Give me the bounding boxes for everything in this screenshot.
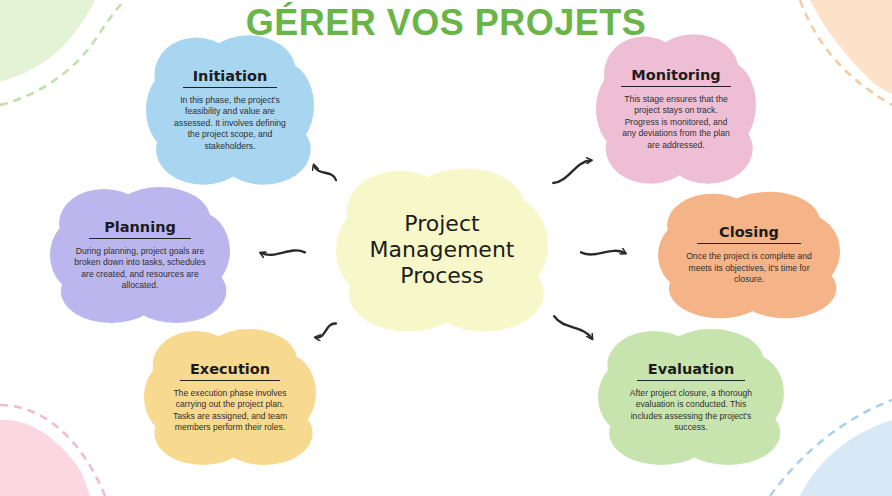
- cloud-content: MonitoringThis stage ensures that the pr…: [596, 32, 756, 186]
- phase-heading: Initiation: [183, 68, 278, 88]
- squiggle-arrow: [314, 166, 336, 181]
- corner-blob: [0, 420, 90, 496]
- squiggle-arrow: [554, 316, 592, 338]
- dashed-line: [800, 0, 892, 105]
- squiggle-arrow: [581, 251, 625, 255]
- squiggle-arrow: [261, 250, 305, 254]
- phase-description: Once the project is complete and meets i…: [682, 251, 816, 285]
- cloud-content: ClosingOnce the project is complete and …: [658, 190, 840, 320]
- phase-description: After project closure, a thorough evalua…: [622, 388, 760, 433]
- center-label: Project Management Process: [360, 211, 525, 289]
- cloud-content: Project Management Process: [336, 166, 548, 334]
- phase-cloud: MonitoringThis stage ensures that the pr…: [596, 32, 756, 186]
- title: GÉRER VOS PROJETS: [0, 2, 892, 44]
- phase-description: In this phase, the project's feasibility…: [170, 95, 290, 152]
- phase-heading: Planning: [89, 219, 192, 239]
- phase-cloud: EvaluationAfter project closure, a thoro…: [598, 327, 784, 467]
- cloud-content: EvaluationAfter project closure, a thoro…: [598, 327, 784, 467]
- phase-heading: Monitoring: [621, 67, 730, 87]
- corner-blob: [800, 420, 892, 496]
- center-cloud: Project Management Process: [336, 166, 548, 334]
- corner-blob: [0, 0, 95, 82]
- phase-description: The execution phase involves carrying ou…: [168, 388, 292, 433]
- phase-cloud: PlanningDuring planning, project goals a…: [50, 185, 230, 325]
- phase-cloud: ClosingOnce the project is complete and …: [658, 190, 840, 320]
- squiggle-arrow: [553, 160, 591, 183]
- phase-heading: Execution: [180, 361, 280, 381]
- phase-description: During planning, project goals are broke…: [74, 246, 206, 291]
- squiggle-arrow: [316, 323, 336, 337]
- cloud-content: PlanningDuring planning, project goals a…: [50, 185, 230, 325]
- phase-cloud: ExecutionThe execution phase involves ca…: [144, 327, 316, 467]
- dashed-line: [770, 400, 892, 496]
- phase-cloud: Initiation In this phase, the project's f…: [146, 33, 314, 187]
- cloud-content: Initiation In this phase, the project's f…: [146, 33, 314, 187]
- phase-heading: Evaluation: [637, 361, 745, 381]
- corner-blob: [810, 0, 892, 94]
- dashed-line: [0, 0, 125, 105]
- phase-description: This stage ensures that the project stay…: [620, 94, 732, 151]
- dashed-line: [0, 405, 105, 496]
- cloud-content: ExecutionThe execution phase involves ca…: [144, 327, 316, 467]
- phase-heading: Closing: [697, 224, 802, 244]
